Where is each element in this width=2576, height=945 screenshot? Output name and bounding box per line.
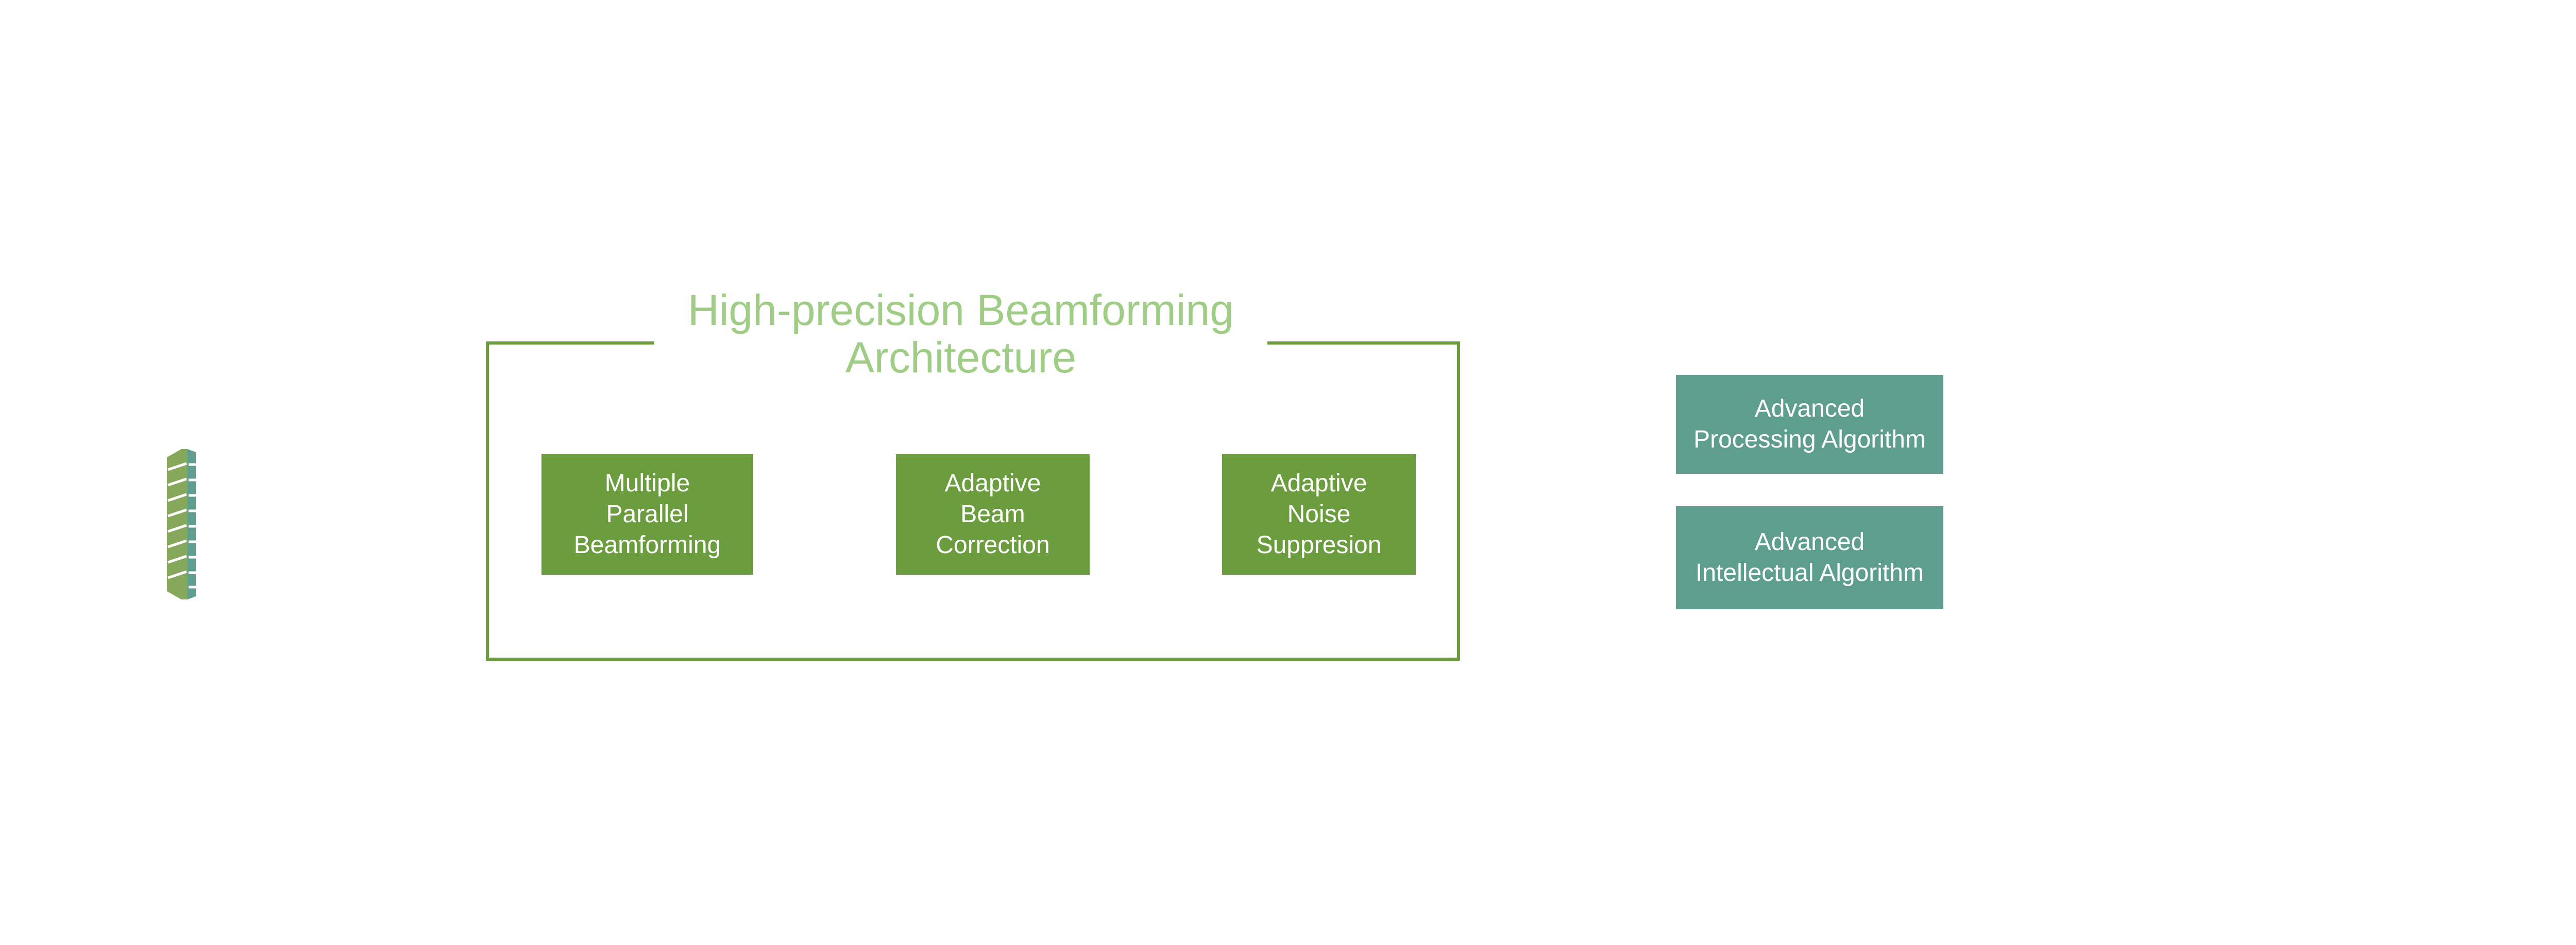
antenna-array-icon	[167, 449, 196, 599]
module-adaptive-noise-suppression: Adaptive Noise Suppresion	[1222, 454, 1416, 575]
architecture-title: High-precision Beamforming Architecture	[654, 286, 1267, 381]
algorithm-advanced-processing: Advanced Processing Algorithm	[1676, 375, 1943, 474]
module-multiple-parallel-beamforming: Multiple Parallel Beamforming	[541, 454, 753, 575]
algorithm-advanced-intellectual: Advanced Intellectual Algorithm	[1676, 506, 1943, 609]
module-adaptive-beam-correction: Adaptive Beam Correction	[896, 454, 1090, 575]
